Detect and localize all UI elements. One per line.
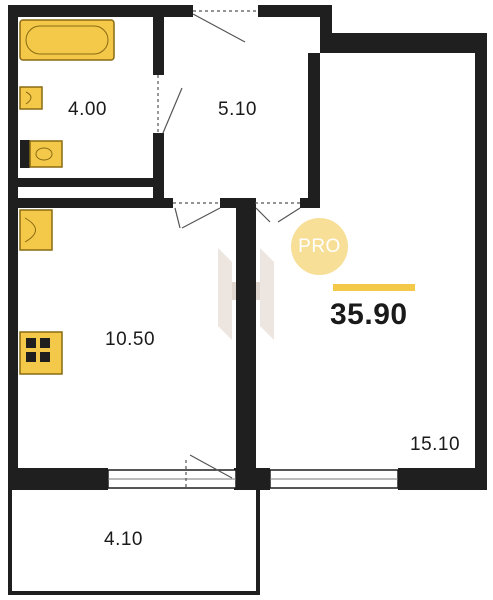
window-kitchen: [107, 469, 237, 489]
balcony-door: [185, 454, 233, 490]
sink-icon: [19, 86, 43, 110]
total-area-accent-bar: [333, 284, 415, 291]
living-door: [255, 202, 301, 223]
window-living: [269, 469, 399, 489]
kitchen-sink-icon: [19, 209, 53, 251]
room-area-bathroom: 4.00: [68, 99, 107, 120]
walls: [8, 5, 487, 595]
toilet-icon: [20, 140, 63, 168]
room-area-hallway: 5.10: [218, 99, 257, 120]
kitchen-door: [173, 202, 221, 229]
pro-badge-label: PRO: [298, 235, 341, 257]
room-area-living-room: 15.10: [410, 434, 461, 455]
stove-icon: [19, 331, 63, 375]
bathroom-door: [157, 75, 183, 134]
room-area-kitchen: 10.50: [105, 329, 156, 350]
bathtub-icon: [19, 19, 115, 61]
room-area-balcony: 4.10: [104, 529, 143, 550]
total-area: 35.90: [330, 298, 408, 331]
pro-badge: PRO: [291, 218, 348, 275]
entrance-door: [192, 10, 258, 43]
